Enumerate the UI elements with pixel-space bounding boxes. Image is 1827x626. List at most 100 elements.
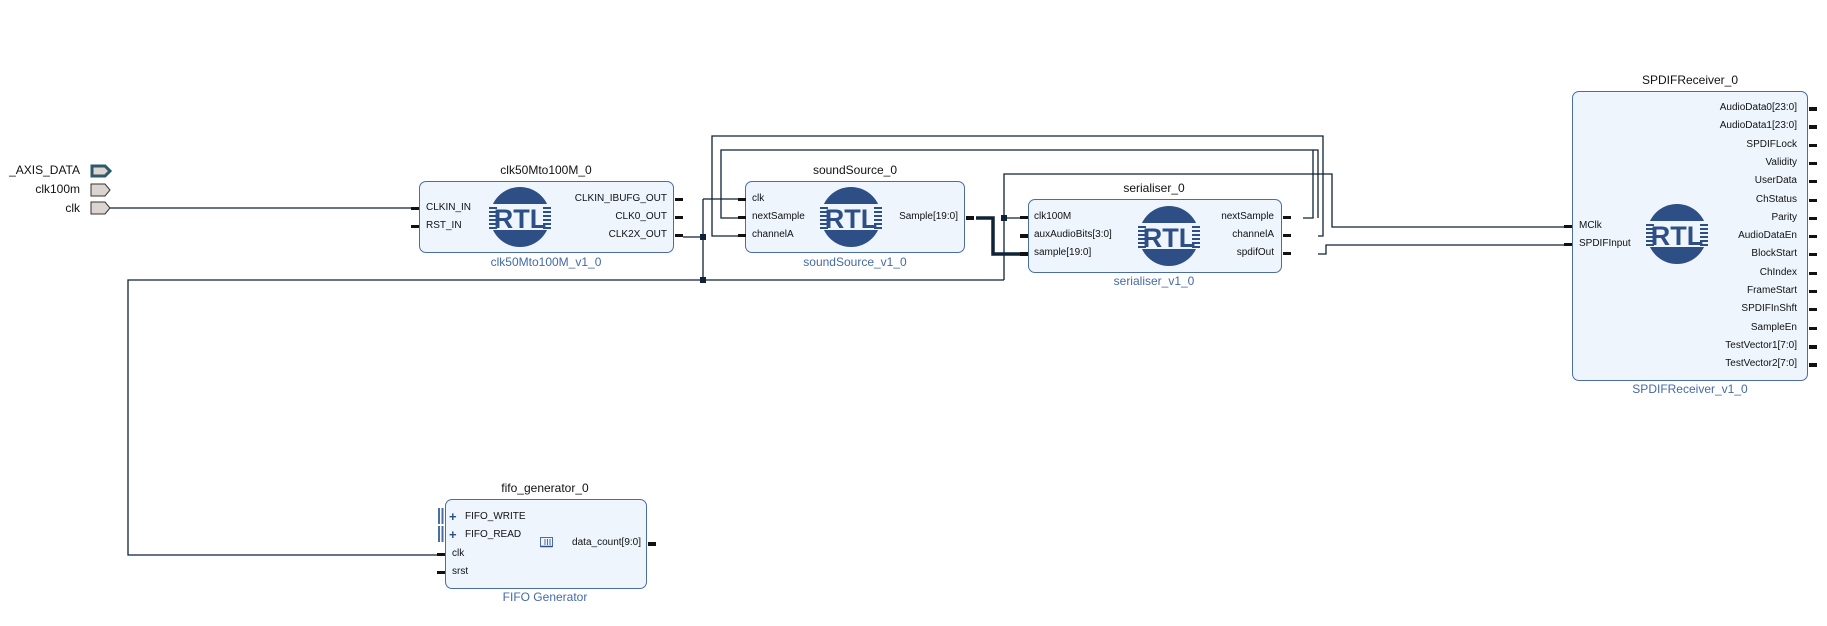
port-label: clk (65, 201, 80, 215)
instance-name: clk50Mto100M_0 (500, 163, 592, 177)
pin-stub[interactable] (1020, 252, 1028, 256)
pin-stub[interactable] (675, 234, 683, 237)
pin-nextsample: nextSample (752, 211, 805, 222)
pin-spdif-output: AudioData1[23:0] (1719, 120, 1797, 132)
pin-spdif-output: SPDIFInShft (1741, 303, 1797, 315)
pin-stub[interactable] (738, 234, 746, 237)
pin-channela-out: channelA (1232, 229, 1274, 240)
net-nextsample (720, 149, 1319, 219)
pin-clk: clk (752, 193, 765, 204)
instance-name: SPDIFReceiver_0 (1641, 73, 1739, 87)
block-body[interactable] (445, 499, 647, 589)
pin-spdifinput: SPDIFInput (1579, 238, 1631, 249)
pin-stub[interactable] (1283, 234, 1291, 237)
pin-spdif-output: Parity (1771, 211, 1797, 223)
pin-stub[interactable] (1564, 243, 1572, 246)
pin-channela: channelA (752, 229, 794, 240)
pin-spdif-output: TestVector1[7:0] (1725, 339, 1797, 351)
pin-clkin-in: CLKIN_IN (426, 202, 472, 213)
expand-plus-icon[interactable]: + (449, 527, 457, 542)
pin-spdif-output: BlockStart (1751, 248, 1797, 260)
pin-spdif-output: SPDIFLock (1746, 138, 1797, 150)
pin-stub[interactable] (1809, 198, 1817, 202)
pin-stub[interactable] (738, 198, 746, 201)
pin-stub[interactable] (675, 198, 683, 201)
pin-stub[interactable] (738, 216, 746, 219)
pin-spdif-output: UserData (1754, 175, 1797, 187)
pin-stub[interactable] (1809, 180, 1817, 184)
junction-dot (1001, 215, 1007, 221)
junction-dot (700, 277, 706, 283)
expand-plus-icon[interactable]: + (449, 509, 457, 524)
bus-icon (540, 537, 553, 548)
pin-clkin-ibufg-out: CLKIN_IBUFG_OUT (574, 193, 667, 204)
interface-bus-icon (438, 526, 444, 542)
rtl-logo-icon (487, 187, 553, 247)
pin-stub[interactable] (1809, 143, 1817, 147)
pin-sample: sample[19:0] (1034, 247, 1092, 258)
pin-sample: Sample[19:0] (899, 211, 958, 222)
pin-stub[interactable] (1809, 161, 1817, 165)
pin-spdif-output: AudioData0[23:0] (1719, 102, 1797, 113)
input-port-icon (90, 201, 111, 215)
junction-dot (700, 234, 706, 240)
module-name: clk50Mto100M_v1_0 (490, 255, 602, 269)
pin-stub[interactable] (1809, 363, 1817, 368)
rtl-logo-icon (1136, 206, 1202, 266)
pin-stub[interactable] (1020, 216, 1028, 219)
pin-stub[interactable] (1809, 216, 1817, 220)
pin-stub[interactable] (411, 225, 419, 228)
instance-name: soundSource_0 (812, 163, 898, 177)
net-clk100-to-fifo (127, 279, 703, 556)
pin-stub[interactable] (1809, 253, 1817, 257)
pin-clk100m: clk100M (1034, 211, 1072, 222)
pin-stub[interactable] (1809, 308, 1817, 312)
module-name: soundSource_v1_0 (803, 255, 907, 269)
pin-stub[interactable] (1809, 125, 1817, 130)
pin-stub[interactable] (411, 207, 419, 210)
pin-stub[interactable] (1809, 235, 1817, 239)
port-label: _AXIS_DATA (9, 163, 80, 177)
pin-stub[interactable] (675, 216, 683, 219)
pin-mclk: MClk (1579, 220, 1602, 231)
interface-fifo-read: FIFO_READ (465, 529, 522, 540)
pin-nextsample-out: nextSample (1221, 211, 1274, 222)
pin-spdif-output: ChStatus (1755, 193, 1797, 205)
pin-stub[interactable] (1283, 216, 1291, 219)
pin-stub[interactable] (1809, 326, 1817, 330)
interface-port-icon (90, 164, 112, 178)
pin-stub[interactable] (1809, 107, 1817, 111)
interface-fifo-write: FIFO_WRITE (465, 511, 526, 522)
pin-spdif-output: FrameStart (1746, 285, 1797, 296)
pin-stub[interactable] (437, 571, 445, 574)
module-name: SPDIFReceiver_v1_0 (1632, 382, 1748, 396)
pin-stub[interactable] (966, 216, 974, 220)
instance-name: serialiser_0 (1123, 181, 1185, 195)
module-name: serialiser_v1_0 (1113, 274, 1195, 288)
port-label: clk100m (35, 182, 80, 196)
net-nextsample-end (1303, 150, 1314, 219)
pin-stub[interactable] (437, 553, 445, 556)
pin-spdif-output: TestVector2[7:0] (1725, 358, 1797, 370)
pin-spdif-output: Validity (1765, 156, 1798, 168)
pin-stub[interactable] (648, 542, 656, 546)
interface-bus-icon (438, 508, 444, 524)
pin-stub[interactable] (1809, 290, 1817, 293)
pin-data-count: data_count[9:0] (572, 537, 641, 548)
pin-stub[interactable] (1809, 271, 1817, 275)
pin-srst: srst (452, 566, 469, 577)
net-spdifout (1318, 244, 1582, 255)
pin-clk0-out: CLK0_OUT (615, 211, 667, 222)
module-name: FIFO Generator (502, 590, 588, 604)
pin-stub[interactable] (1564, 225, 1572, 228)
pin-spdif-output: ChIndex (1759, 266, 1797, 278)
pin-stub[interactable] (1020, 234, 1028, 238)
pin-clk2x-out: CLK2X_OUT (608, 229, 667, 240)
pin-stub[interactable] (1809, 344, 1817, 349)
pin-stub[interactable] (1283, 252, 1291, 255)
net-channela (711, 135, 1324, 237)
pin-spdif-output: SampleEn (1750, 321, 1797, 333)
instance-name: fifo_generator_0 (501, 481, 589, 495)
